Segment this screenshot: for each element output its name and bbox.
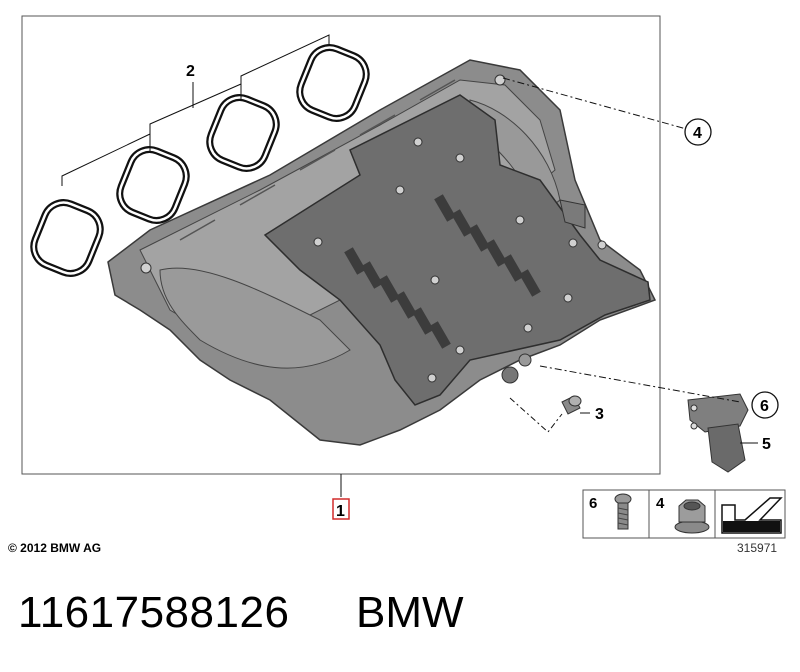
gasket-2 (116, 146, 190, 224)
callout-2: 2 (186, 63, 195, 80)
callout-1-highlight (332, 498, 350, 520)
plate-slots (344, 194, 541, 349)
callout-4-circle (684, 118, 712, 146)
leader-3 (509, 397, 563, 433)
part-number: 11617588126 (18, 588, 290, 637)
gasket-4 (296, 44, 370, 122)
copyright-text: © 2012 BMW AG (8, 541, 102, 555)
intake-manifold (107, 59, 657, 446)
manifold-bracket (559, 199, 586, 229)
diagram-id: 315971 (737, 541, 778, 555)
pressure-sensor-part-5 (687, 393, 749, 473)
plate-bolts (140, 74, 607, 383)
gasket-inner-lines (32, 46, 368, 275)
sensor-port (501, 366, 519, 384)
sensor-port-inner (518, 353, 532, 367)
callout-5: 5 (762, 436, 771, 453)
gasket-1 (30, 199, 104, 277)
bmw-arrow-symbol-icon (721, 497, 783, 534)
legend: 6 4 (582, 489, 786, 539)
callout-4: 4 (693, 125, 702, 142)
bolt-part-3 (561, 395, 582, 415)
callout-6: 6 (760, 398, 769, 415)
leader-4 (502, 77, 691, 131)
leader-2 (61, 34, 330, 186)
callout-1: 1 (336, 503, 345, 520)
manifold-ribs (179, 79, 456, 241)
leader-6 (539, 365, 741, 403)
flange-nut-icon (674, 499, 710, 534)
torx-bolt-icon (614, 493, 632, 530)
manifold-plate (263, 94, 651, 406)
gasket-3 (206, 94, 280, 172)
callout-6-circle (751, 391, 779, 419)
manifold-runner (159, 267, 351, 369)
brand-name: BMW (356, 588, 464, 637)
legend-label-4: 4 (656, 495, 665, 512)
legend-label-6: 6 (589, 495, 597, 512)
callout-3: 3 (595, 406, 604, 423)
